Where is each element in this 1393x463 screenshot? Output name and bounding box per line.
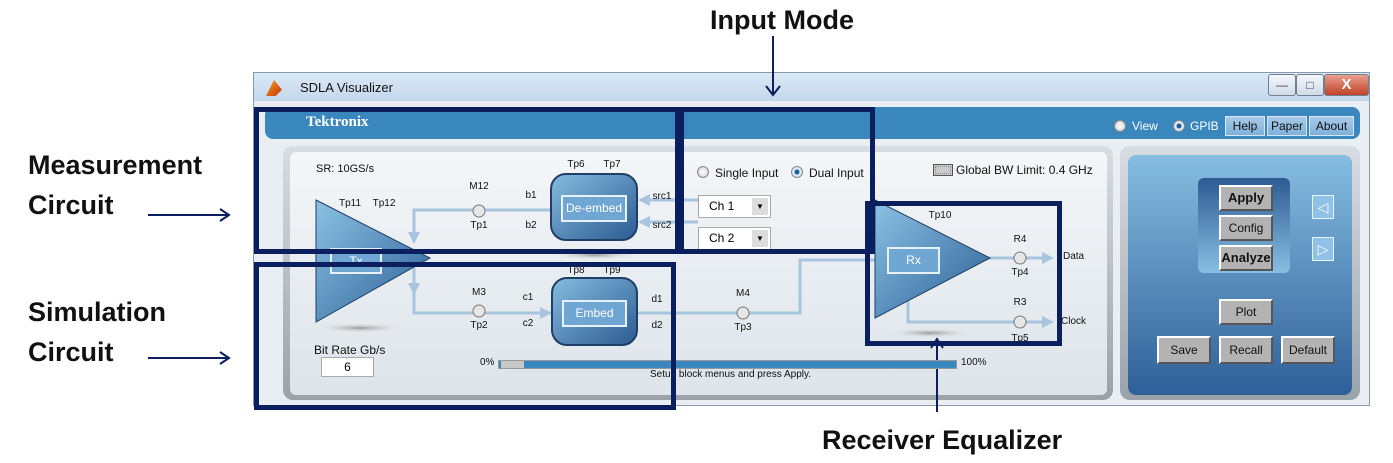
measurement-circuit-box	[254, 107, 680, 254]
chevron-down-icon: ▼	[752, 230, 768, 247]
minimize-button[interactable]: —	[1268, 74, 1296, 96]
tp11-label: Tp11	[338, 198, 362, 209]
progress-min-label: 0%	[480, 357, 495, 368]
annotation-arrows	[148, 36, 944, 412]
receiver-label: Receiver Equalizer	[822, 425, 1063, 455]
tp1-label: Tp1	[470, 220, 488, 231]
label-line: Circuit	[28, 190, 114, 220]
gpib-label: GPIB	[1190, 119, 1219, 133]
window-title: SDLA Visualizer	[300, 80, 393, 95]
dropdown-value: Ch 2	[709, 231, 735, 245]
label-line: Circuit	[28, 337, 114, 367]
input-mode-label: Input Mode	[710, 5, 854, 35]
input-mode-box	[679, 107, 875, 254]
label-line: Simulation	[28, 297, 167, 327]
prev-button[interactable]: ◁	[1312, 195, 1334, 219]
help-button[interactable]: Help	[1225, 116, 1265, 136]
single-input-radio[interactable]	[697, 166, 709, 178]
probe-points	[472, 204, 1027, 329]
about-button[interactable]: About	[1309, 116, 1354, 136]
tp9-label: Tp9	[603, 265, 621, 276]
wire-arrows	[408, 194, 1054, 328]
tektronix-logo: Tektronix	[306, 114, 369, 130]
receiver-equalizer-box	[865, 201, 1062, 346]
status-text: Setup block menus and press Apply.	[650, 369, 812, 380]
dropdown-value: Ch 1	[709, 199, 735, 213]
b1-label: b1	[525, 190, 537, 201]
view-radio[interactable]	[1114, 120, 1126, 132]
tp2-label: Tp2	[470, 320, 488, 331]
progress-max-label: 100%	[961, 357, 987, 368]
recall-button[interactable]: Recall	[1219, 336, 1273, 364]
tx-shadow	[312, 323, 408, 333]
tp10-label: Tp10	[928, 210, 952, 221]
r3-label: R3	[1013, 297, 1027, 308]
tp5-label: Tp5	[1011, 333, 1029, 344]
maximize-button[interactable]: □	[1296, 74, 1324, 96]
clock-output-label: Clock	[1061, 316, 1087, 327]
close-button[interactable]: X	[1324, 74, 1369, 96]
deembed-button[interactable]: De-embed	[561, 195, 627, 222]
progress-slider[interactable]	[498, 360, 957, 369]
chevron-down-icon: ▼	[752, 198, 768, 215]
gpib-radio[interactable]	[1173, 120, 1185, 132]
r4-label: R4	[1013, 234, 1027, 245]
next-button[interactable]: ▷	[1312, 237, 1334, 261]
paper-button[interactable]: Paper	[1267, 116, 1307, 136]
m3-label: M3	[472, 287, 486, 298]
global-bw-checkbox[interactable]	[933, 164, 953, 176]
tp8-label: Tp8	[567, 265, 585, 276]
tp3-label: Tp3	[734, 322, 752, 333]
tp7-label: Tp7	[603, 159, 621, 170]
rx-button[interactable]: Rx	[887, 247, 940, 274]
tp12-label: Tp12	[372, 198, 396, 209]
rx-shadow	[885, 328, 975, 338]
m4-label: M4	[736, 288, 750, 299]
analyze-button[interactable]: Analyze	[1219, 245, 1273, 271]
diagram-area	[290, 152, 1107, 395]
src1-label: src1	[652, 191, 672, 202]
plot-button[interactable]: Plot	[1219, 299, 1273, 325]
simulation-circuit-box	[254, 262, 676, 410]
ch1-dropdown[interactable]: Ch 1 ▼	[698, 195, 771, 218]
c2-label: c2	[522, 318, 534, 329]
d1-label: d1	[651, 294, 663, 305]
tp4-label: Tp4	[1011, 267, 1029, 278]
embed-button[interactable]: Embed	[562, 300, 627, 327]
default-button[interactable]: Default	[1281, 336, 1335, 364]
global-bw-label: Global BW Limit: 0.4 GHz	[956, 163, 1093, 177]
title-bar	[254, 73, 1369, 101]
src2-label: src2	[652, 220, 672, 231]
apply-button[interactable]: Apply	[1219, 185, 1273, 211]
bit-rate-input[interactable]: 6	[321, 357, 374, 377]
b2-label: b2	[525, 220, 537, 231]
dual-input-radio[interactable]	[791, 166, 803, 178]
tp6-label: Tp6	[567, 159, 585, 170]
single-input-label: Single Input	[715, 166, 779, 180]
config-button[interactable]: Config	[1219, 215, 1273, 241]
c1-label: c1	[522, 292, 534, 303]
view-label: View	[1132, 119, 1158, 133]
m12-label: M12	[469, 181, 489, 192]
data-output-label: Data	[1063, 251, 1085, 262]
d2-label: d2	[651, 320, 663, 331]
slider-thumb[interactable]	[501, 361, 524, 368]
label-line: Measurement	[28, 150, 203, 180]
dual-input-label: Dual Input	[809, 166, 864, 180]
bit-rate-label: Bit Rate Gb/s	[314, 343, 386, 357]
sample-rate: SR: 10GS/s	[316, 163, 375, 175]
save-button[interactable]: Save	[1157, 336, 1211, 364]
